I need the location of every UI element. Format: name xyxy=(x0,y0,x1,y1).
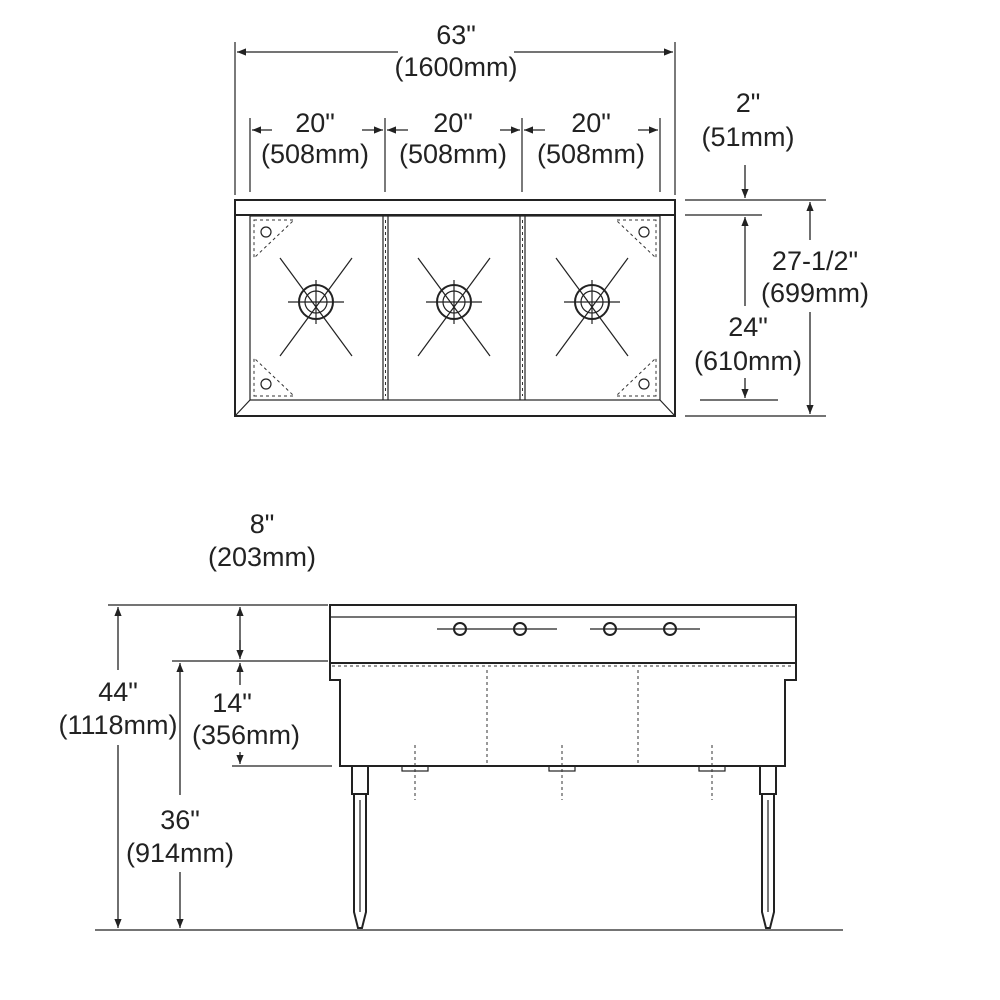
compartment-width-imperial: 20" xyxy=(433,108,473,138)
corner-gusset xyxy=(614,356,657,397)
sink-leg xyxy=(351,765,369,929)
overall-width-imperial: 63" xyxy=(436,20,476,50)
overall-depth-imperial: 27-1/2" xyxy=(772,246,858,276)
compartment-width-imperial: 20" xyxy=(571,108,611,138)
sink-leg xyxy=(759,765,777,929)
drain-outlet xyxy=(548,745,576,800)
drain-icon xyxy=(417,257,491,357)
compartment-width-metric: (508mm) xyxy=(261,139,369,169)
compartment-width-metric: (508mm) xyxy=(537,139,645,169)
drain-outlet xyxy=(698,745,726,800)
bowl-depth-metric: (610mm) xyxy=(694,346,802,376)
backsplash-depth-imperial: 2" xyxy=(736,88,761,118)
backsplash xyxy=(329,604,797,664)
compartment-width-dimension: 20" (508mm) xyxy=(252,108,383,169)
top-view: 63" (1600mm) 20" (508mm) 20" (508mm) 20"… xyxy=(234,20,869,417)
overall-width-metric: (1600mm) xyxy=(394,52,517,82)
faucet-icon xyxy=(437,622,557,636)
backsplash-height-imperial: 8" xyxy=(250,509,275,539)
overall-depth-metric: (699mm) xyxy=(761,278,869,308)
bowl-area-outline xyxy=(249,215,661,401)
drain-outlet xyxy=(401,745,429,800)
corner-gusset xyxy=(253,356,296,397)
compartment-width-dimension: 20" (508mm) xyxy=(387,108,520,169)
rim-height-dimension: 36" (914mm) xyxy=(126,663,234,928)
bevel-corner xyxy=(234,399,251,417)
bowl-depth-imperial: 24" xyxy=(728,312,768,342)
overall-width-dimension: 63" (1600mm) xyxy=(237,20,673,82)
corner-gusset xyxy=(614,219,657,260)
overall-depth-dimension: 27-1/2" (699mm) xyxy=(761,202,869,414)
overall-height-dimension: 44" (1118mm) xyxy=(58,607,178,928)
bowl-height-dimension: 14" (356mm) xyxy=(192,663,300,764)
overall-height-metric: (1118mm) xyxy=(58,710,177,740)
bowl-depth-dimension: 24" (610mm) xyxy=(694,240,802,398)
compartment-width-dimension: 20" (508mm) xyxy=(524,108,658,169)
bowl-divider xyxy=(382,216,389,400)
rim-height-metric: (914mm) xyxy=(126,838,234,868)
backsplash-depth-metric: (51mm) xyxy=(702,122,795,152)
sink-bowl-body xyxy=(329,663,797,767)
rim-height-imperial: 36" xyxy=(160,805,200,835)
bowl-height-metric: (356mm) xyxy=(192,720,300,750)
faucet-icon xyxy=(590,622,700,636)
front-view: 8" (203mm) 14" (356mm) 44" (1118mm) 36" … xyxy=(58,509,843,931)
sink-outer-rim xyxy=(234,199,676,417)
backsplash-depth-dimension: 2" (51mm) xyxy=(702,88,795,240)
drain-icon xyxy=(279,257,353,357)
drain-icon xyxy=(555,257,629,357)
bowl-height-imperial: 14" xyxy=(212,688,252,718)
backsplash-height-metric: (203mm) xyxy=(208,542,316,572)
overall-height-imperial: 44" xyxy=(98,677,138,707)
backsplash-height-dimension: 8" (203mm) xyxy=(208,509,316,659)
bevel-corner xyxy=(659,399,676,417)
corner-gusset xyxy=(253,219,296,260)
bowl-divider xyxy=(519,216,526,400)
compartment-width-imperial: 20" xyxy=(295,108,335,138)
compartment-width-metric: (508mm) xyxy=(399,139,507,169)
